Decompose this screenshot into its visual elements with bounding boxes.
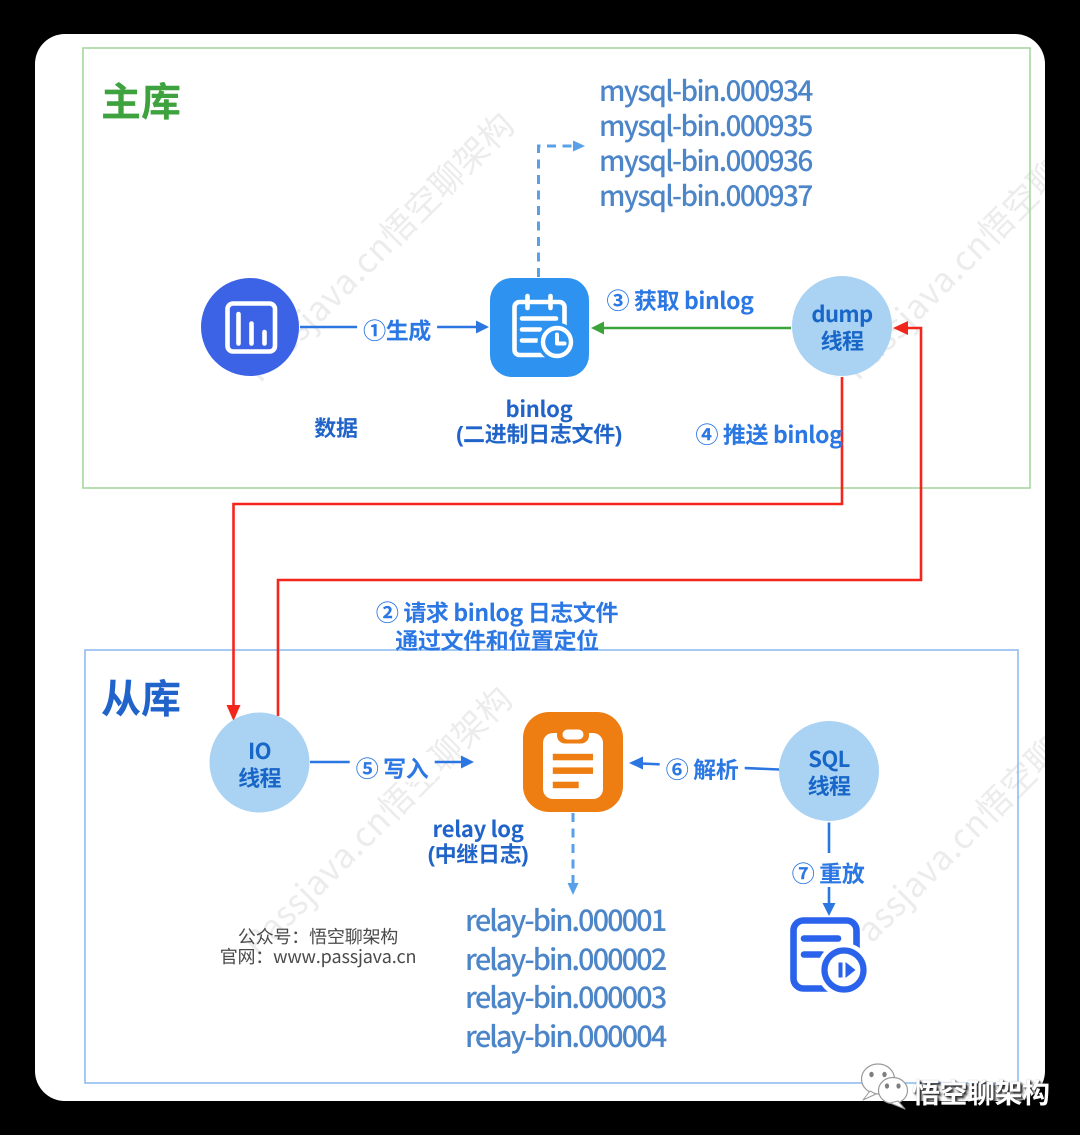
connector-replay[interactable]: [822, 822, 836, 917]
relay-caption: relay log (中继日志): [428, 816, 529, 866]
binlog-file-item: mysql-bin.000937: [599, 175, 813, 215]
io-thread-node[interactable]: [209, 712, 310, 813]
relay-log-node[interactable]: [523, 712, 623, 812]
path-shape: [862, 1090, 877, 1101]
icon-part-group: [512, 293, 567, 358]
data-node[interactable]: [201, 278, 299, 376]
wechat-logo-icon: [860, 1063, 909, 1110]
rect-shape: [562, 729, 584, 740]
master-title: 主库: [101, 70, 181, 128]
slave-title: 从库: [101, 667, 181, 725]
arrowhead-right-icon: [461, 755, 474, 769]
polygon-shape: [845, 962, 856, 978]
relay-file-item: relay-bin.000001: [465, 898, 667, 940]
rect-shape: [552, 767, 593, 774]
sql-thread-label: SQL 线程: [808, 745, 851, 799]
logo-text: 悟空聊架构: [912, 1072, 1050, 1112]
binlog-caption-line1: binlog: [505, 392, 573, 424]
arrowhead-down-icon: [567, 883, 579, 895]
step-3-label: ③ 获取 binlog: [606, 282, 754, 316]
connector-binlog-files[interactable]: [537, 140, 586, 278]
ellipse-shape: [882, 1071, 887, 1078]
path-shape: [889, 1100, 906, 1110]
footer-site: 官网：www.passjava.cn: [219, 943, 417, 969]
rect-shape: [225, 301, 278, 354]
dump-thread-line2: 线程: [820, 324, 864, 356]
ellipse-shape: [884, 1083, 890, 1089]
arrowhead-left-icon: [591, 321, 604, 335]
path-shape: [232, 377, 844, 705]
io-thread-line1: IO: [247, 733, 272, 766]
arrowhead-right-icon: [476, 320, 489, 334]
io-thread-label: IO 线程: [238, 733, 281, 793]
footer-account: 公众号：悟空聊架构: [237, 923, 399, 949]
master-box[interactable]: [82, 47, 1031, 489]
step-2-line1: ② 请求 binlog 日志文件: [375, 594, 619, 628]
step-4-label: ④ 推送 binlog: [695, 416, 843, 450]
binlog-file-icon: [512, 293, 577, 362]
path-shape: [537, 144, 575, 277]
step-2-line2: 通过文件和位置定位: [395, 622, 599, 656]
circle-shape: [821, 947, 867, 993]
path-shape: [276, 326, 923, 716]
arrowhead-down-icon: [822, 903, 836, 916]
ellipse-shape: [896, 1083, 901, 1089]
connector-relay-files[interactable]: [567, 813, 579, 895]
replay-node[interactable]: [790, 917, 872, 998]
dump-thread-label: dump 线程: [811, 297, 873, 356]
footer-info: 公众号：悟空聊架构 官网：www.passjava.cn: [220, 926, 417, 966]
relay-file-item: relay-bin.000002: [465, 936, 667, 979]
ellipse-shape: [869, 1071, 874, 1078]
path-shape: [555, 332, 567, 346]
ellipse-shape: [877, 1076, 909, 1105]
circle-shape: [540, 325, 574, 359]
step-5-label: ⑤ 写入: [349, 752, 435, 782]
arrowhead-right-icon: [573, 140, 585, 152]
step-6-label: ⑥ 解析: [659, 753, 745, 783]
step-1-label: ①生成: [357, 314, 437, 344]
dump-thread-node[interactable]: [792, 276, 892, 376]
document-play-icon: [790, 917, 871, 997]
connector-push-binlog[interactable]: [226, 377, 844, 721]
connector-fetch-binlog[interactable]: [591, 321, 791, 335]
relay-file-item: relay-bin.000003: [465, 975, 667, 1017]
binlog-file-item: mysql-bin.000934: [599, 70, 813, 110]
rect-shape: [552, 781, 579, 789]
binlog-caption-line2: (二进制日志文件): [456, 417, 622, 449]
sql-thread-line1: SQL: [808, 742, 850, 774]
binlog-node[interactable]: [490, 278, 589, 377]
data-label: 数据: [314, 411, 358, 443]
connector-request-binlog[interactable]: [276, 321, 923, 716]
sql-thread-line2: 线程: [807, 769, 851, 801]
rect-shape: [552, 753, 593, 761]
arrowhead-left-icon: [893, 321, 908, 335]
arrowhead-down-icon: [226, 705, 241, 721]
dump-thread-line1: dump: [811, 297, 873, 329]
binlog-file-item: mysql-bin.000935: [599, 105, 813, 145]
io-thread-line2: 线程: [238, 760, 281, 793]
clipboard-icon: [543, 725, 603, 799]
slave-box[interactable]: [84, 649, 1019, 1084]
bar-chart-icon: [225, 301, 278, 354]
sql-thread-node[interactable]: [779, 721, 879, 821]
binlog-file-list: mysql-bin.000934 mysql-bin.000935 mysql-…: [599, 70, 813, 215]
relay-file-item: relay-bin.000004: [465, 1013, 667, 1056]
relay-file-list: relay-bin.000001 relay-bin.000002 relay-…: [465, 898, 667, 1056]
step-7-label: ⑦ 重放: [785, 857, 871, 887]
relay-caption-line1: relay log: [432, 812, 524, 844]
relay-caption-line2: (中继日志): [427, 837, 529, 869]
arrowhead-left-icon: [629, 756, 643, 770]
step-2-label: ② 请求 binlog 日志文件 通过文件和位置定位: [375, 594, 619, 656]
binlog-file-item: mysql-bin.000936: [599, 140, 813, 180]
binlog-caption: binlog (二进制日志文件): [456, 396, 622, 446]
